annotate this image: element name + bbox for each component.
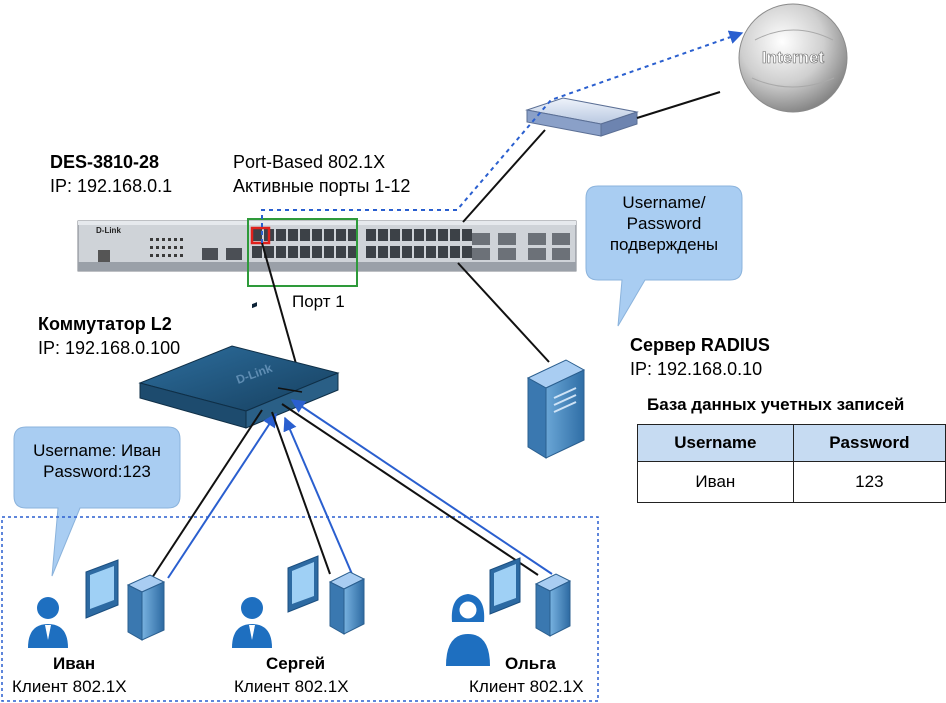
switch-port [462, 229, 472, 241]
l2-uplink-port [277, 387, 303, 393]
active-ports-label: Активные порты 1-12 [233, 176, 411, 196]
client-name-ivan: Иван [53, 654, 96, 673]
switch-port [402, 229, 412, 241]
switch-brand-label: D-Link [96, 226, 121, 235]
active-ports-box [247, 218, 358, 287]
db-title: База данных учетных записей [647, 395, 905, 414]
client-role-sergey: Клиент 802.1X [234, 677, 349, 696]
header-password: Password [792, 424, 946, 462]
switch-port [252, 229, 262, 241]
switch-port [462, 246, 472, 258]
user-icon-ivan [28, 597, 68, 648]
switch-port [312, 229, 322, 241]
radius-server-name: Сервер RADIUS [630, 335, 770, 355]
client-bubble-text: Username: Иван Password:123 [14, 440, 180, 482]
switch-port [414, 229, 424, 241]
switch-port [378, 229, 388, 241]
switch-port [450, 229, 460, 241]
server-bubble [585, 185, 743, 327]
internet-path-dotted [261, 30, 744, 243]
accounts-table-header: Username Password [637, 424, 946, 462]
switch-port [348, 229, 358, 241]
server-bubble-line1: Username/ [622, 193, 706, 212]
switch-router-cable [462, 129, 546, 223]
switch-server-cable [457, 262, 550, 363]
olga-link [281, 403, 539, 576]
switch-port [276, 246, 286, 258]
switch-port [324, 246, 334, 258]
switch-port [366, 246, 376, 258]
l2-switch-ip: IP: 192.168.0.100 [38, 338, 181, 358]
switch-port [426, 229, 436, 241]
client-role-olga: Клиент 802.1X [469, 677, 584, 696]
pc-icon-ivan [85, 559, 166, 641]
switch-port [402, 246, 412, 258]
switch-port [264, 246, 274, 258]
client-name-sergey: Сергей [266, 654, 326, 673]
switch-port [300, 246, 310, 258]
port1-highlight [250, 226, 271, 245]
port1-label: Порт 1 [292, 292, 345, 311]
switch-port [252, 246, 262, 258]
switch-port [288, 229, 298, 241]
radius-server-ip: IP: 192.168.0.10 [630, 359, 763, 379]
switch-port [276, 229, 286, 241]
server-bubble-text: Username/ Password подверждены [586, 192, 742, 255]
table-row: Иван 123 [637, 461, 946, 503]
main-switch-ip: IP: 192.168.0.1 [50, 176, 173, 196]
main-switch-name: DES-3810-28 [50, 152, 160, 172]
router-internet-cable [636, 91, 721, 119]
switch-port [336, 229, 346, 241]
server-bubble-line2: Password [626, 214, 702, 233]
switch-port [366, 229, 376, 241]
switch-port [348, 246, 358, 258]
cell-password: 123 [792, 461, 946, 503]
user-icon-olga [446, 594, 490, 666]
switch-port [450, 246, 460, 258]
switch-port [300, 229, 310, 241]
server-bubble-line3: подверждены [609, 235, 719, 254]
client-role-ivan: Клиент 802.1X [12, 677, 127, 696]
switch-port [438, 229, 448, 241]
client-bubble-line1: Username: Иван [33, 441, 161, 460]
switch-port [288, 246, 298, 258]
header-username: Username [637, 424, 794, 462]
client-bubble [13, 426, 181, 577]
switch-port [438, 246, 448, 258]
pc-icon-olga [489, 557, 572, 637]
l2-switch-name: Коммутатор L2 [38, 314, 172, 334]
port-based-title: Port-Based 802.1X [233, 152, 386, 172]
des-3810-28-switch: D-Link [77, 220, 577, 272]
switch-port [324, 229, 334, 241]
switch-port [390, 229, 400, 241]
client-bubble-line2: Password:123 [43, 462, 151, 481]
switch-port [426, 246, 436, 258]
pc-icon-sergey [287, 555, 366, 635]
sergey-auth-arrow [283, 416, 353, 575]
internet-label: Internet [762, 48, 825, 67]
ivan-auth-arrow [167, 412, 277, 579]
radius-server-icon [526, 359, 586, 459]
switch-l2-uplink-cable [261, 242, 303, 386]
switch-port [312, 246, 322, 258]
accounts-table: Username Password Иван 123 [637, 424, 946, 503]
router-icon [525, 97, 639, 137]
user-icon-sergey [232, 597, 272, 648]
switch-port [390, 246, 400, 258]
client-name-olga: Ольга [505, 654, 556, 673]
olga-auth-arrow [290, 399, 553, 575]
internet-globe: Internet [738, 3, 848, 113]
ivan-link [147, 409, 263, 585]
cell-username: Иван [637, 461, 794, 503]
switch-port [378, 246, 388, 258]
switch-port [414, 246, 424, 258]
switch-port [336, 246, 346, 258]
sergey-link [271, 411, 331, 575]
